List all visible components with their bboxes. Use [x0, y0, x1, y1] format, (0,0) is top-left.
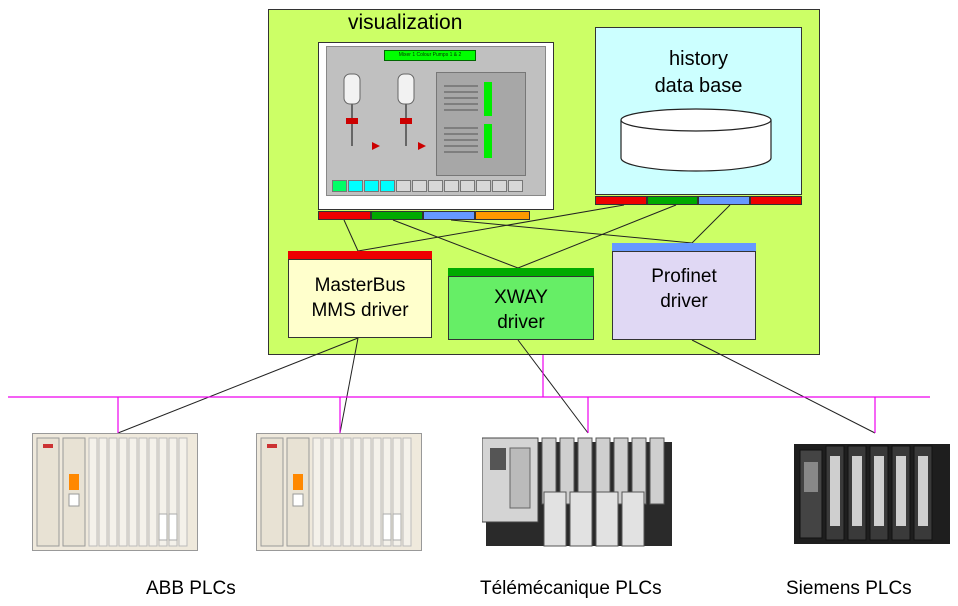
hmi-button	[492, 180, 507, 192]
hmi-button	[444, 180, 459, 192]
profinet-header-bar	[612, 243, 756, 251]
screen-connector-red	[318, 211, 371, 220]
telemecanique-plcs-label: Télémécanique PLCs	[480, 578, 662, 599]
siemens-plcs-label: Siemens PLCs	[786, 578, 912, 599]
hmi-status-readouts	[444, 82, 492, 158]
screen-connector-blue	[423, 211, 475, 220]
hmi-button	[508, 180, 523, 192]
siemens-plc-rack	[794, 444, 950, 544]
abb-plc-rack-graphic	[260, 437, 412, 547]
hmi-button	[428, 180, 443, 192]
visualization-title: visualization	[348, 11, 463, 34]
xway-label-line2: driver	[497, 312, 545, 333]
history-label-line2: data base	[654, 75, 743, 97]
history-connector-blue	[698, 196, 750, 205]
history-database-label: history data base	[595, 46, 802, 100]
masterbus-mms-driver: MasterBus MMS driver	[288, 259, 432, 338]
xway-label-line1: XWAY	[494, 287, 548, 308]
screen-connector-orange	[475, 211, 530, 220]
xway-driver: XWAY driver	[448, 276, 594, 340]
hmi-button	[412, 180, 427, 192]
history-label-line1: history	[669, 48, 728, 70]
hmi-button	[332, 180, 347, 192]
hmi-button	[460, 180, 475, 192]
masterbus-header-bar	[288, 251, 432, 259]
masterbus-label-line2: MMS driver	[311, 300, 409, 321]
hmi-status-panel	[436, 72, 526, 176]
database-cylinder-icon	[620, 108, 772, 172]
hmi-button	[348, 180, 363, 192]
history-connector-green	[647, 196, 698, 205]
telemecanique-plc-rack	[482, 437, 672, 547]
masterbus-label-line1: MasterBus	[314, 275, 406, 296]
hmi-button	[476, 180, 491, 192]
xway-header-bar	[448, 268, 594, 276]
abb-plc-rack-graphic	[36, 437, 188, 547]
hmi-button	[364, 180, 379, 192]
profinet-label-line1: Profinet	[651, 266, 717, 287]
hmi-screen-banner: Mixer 1 Colour Pumps 1 & 2	[384, 50, 476, 61]
history-connector-red	[595, 196, 647, 205]
screen-connector-green	[371, 211, 423, 220]
profinet-driver: Profinet driver	[612, 251, 756, 340]
hmi-button	[380, 180, 395, 192]
profinet-label-line2: driver	[660, 291, 708, 312]
abb-plcs-label: ABB PLCs	[146, 578, 236, 599]
hmi-button	[396, 180, 411, 192]
abb-plc-rack	[32, 433, 198, 551]
abb-plc-rack	[256, 433, 422, 551]
history-connector-red	[750, 196, 802, 205]
hmi-tank-graphics	[343, 73, 426, 150]
